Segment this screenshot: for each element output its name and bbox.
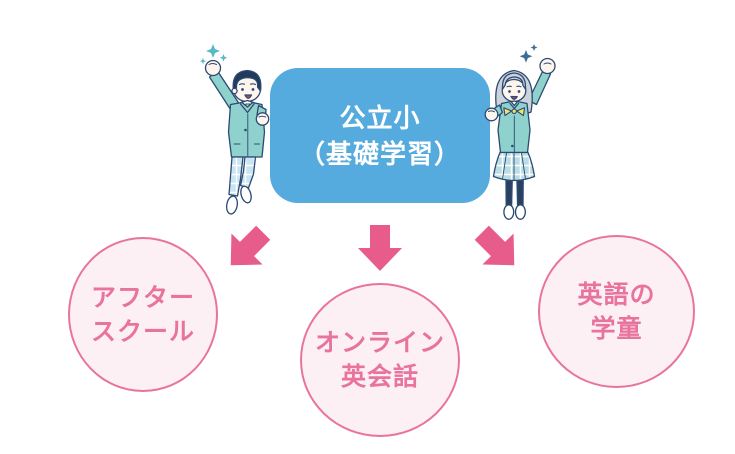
boy-mouth (244, 94, 253, 99)
boy-hair (232, 69, 262, 92)
boy-pants-left-leg (228, 156, 244, 197)
girl-side-fist (484, 107, 499, 122)
source-box-label-line1: 公立小 (339, 102, 421, 133)
target-circle-online-english: オンライン 英会話 (300, 283, 460, 437)
boy-shoe (240, 185, 252, 204)
arrow-down-right-icon (474, 225, 515, 266)
boy-figure (204, 59, 270, 215)
girl-bangs (501, 72, 527, 90)
online-english-label-line2: 英会話 (340, 363, 419, 391)
source-box-label-line2: （基礎学習） (298, 138, 461, 169)
arrow-down-left-icon (230, 225, 271, 266)
girl-shoe (514, 204, 526, 220)
girl-ribbon-bow (503, 107, 526, 117)
english-gakudo-label-line1: 英語の (577, 280, 656, 309)
boy-eyebrows (238, 83, 257, 86)
source-box: 公立小 （基礎学習） (270, 68, 490, 203)
boy-ear (231, 87, 238, 95)
target-circle-after-school: アフター スクール (68, 237, 218, 392)
girl-raised-fist (539, 57, 556, 75)
cheering-schoolgirl-illustration (484, 44, 556, 220)
boy-chest-fist (255, 112, 270, 126)
boy-eyes (241, 88, 255, 91)
girl-figure (484, 57, 556, 220)
sparkles-icon (519, 44, 538, 63)
after-school-label-line1: アフター (90, 283, 195, 312)
online-english-label-line1: オンライン (314, 329, 445, 357)
boy-raised-fist (204, 59, 222, 77)
girl-shoe (503, 204, 515, 220)
after-school-label-line2: スクール (90, 317, 195, 346)
girl-mouth (510, 95, 518, 100)
girl-knee-sock (516, 179, 524, 207)
target-circle-english-gakudo: 英語の 学童 (538, 235, 695, 388)
girl-knee-sock (505, 179, 513, 207)
boy-shoe (225, 195, 239, 215)
girl-eyes (508, 90, 521, 93)
arrow-down-icon (358, 225, 402, 271)
cheering-schoolboy-illustration (199, 44, 270, 215)
girl-eyebrows (506, 85, 522, 88)
sparkles-icon (199, 44, 228, 65)
english-gakudo-label-line2: 学童 (590, 314, 643, 343)
